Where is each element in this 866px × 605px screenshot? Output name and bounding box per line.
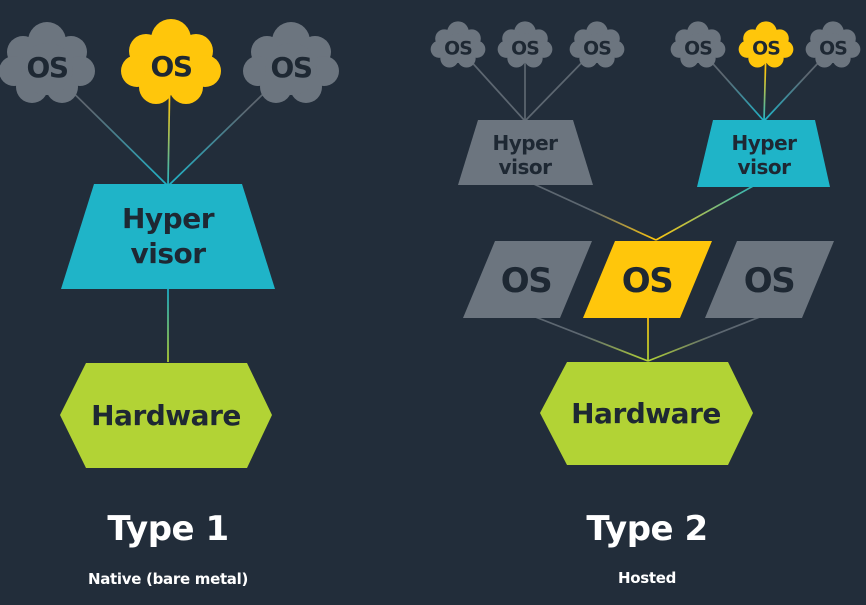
os-label: OS — [622, 261, 672, 301]
type2-host-os-2: OS — [583, 241, 712, 318]
os-label: OS — [27, 51, 68, 84]
connector-teal-hypervisor-to-os — [655, 179, 765, 241]
hypervisor-label-line1: Hyper — [492, 131, 558, 155]
type1-title: Type 1 — [107, 509, 228, 549]
cloud-shape — [430, 21, 486, 68]
hypervisor-label-line2: visor — [738, 155, 792, 179]
type2-groupA-cloud-2: OS — [497, 21, 553, 68]
type2-title: Type 2 — [586, 509, 707, 549]
cloud-shape — [805, 21, 861, 68]
hypervisor-label-line1: Hyper — [122, 202, 215, 235]
hypervisor-trapezoid — [697, 120, 830, 187]
type2-groupB-cloud-1: OS — [670, 21, 726, 68]
type1-os-cloud-3: OS — [243, 22, 339, 103]
hypervisor-trapezoid — [61, 184, 275, 289]
cloud-shape — [569, 21, 625, 68]
type1-hypervisor: Hyper visor — [61, 184, 275, 289]
os-label: OS — [501, 261, 551, 301]
connector-os3-to-hardware — [647, 310, 776, 362]
type2-groupB-cloud-2: OS — [738, 21, 794, 68]
cloud-shape — [738, 21, 794, 68]
type1-subtitle: Native (bare metal) — [88, 570, 248, 588]
hardware-hexagon — [540, 362, 753, 465]
cloud-shape — [0, 22, 95, 103]
type2-groupA-cloud-3: OS — [569, 21, 625, 68]
type1-diagram: OS OS OS Hyper visor — [0, 19, 339, 588]
cloud-shape — [121, 19, 221, 104]
os-parallelogram — [583, 241, 712, 318]
type2-groupA-cloud-1: OS — [430, 21, 486, 68]
os-label: OS — [684, 38, 712, 59]
type1-os-cloud-1: OS — [0, 22, 95, 103]
os-label: OS — [511, 38, 539, 59]
os-label: OS — [583, 38, 611, 59]
type2-subtitle: Hosted — [618, 569, 676, 587]
hardware-label: Hardware — [91, 399, 241, 432]
hypervisor-label-line2: visor — [499, 155, 553, 179]
cloud-shape — [243, 22, 339, 103]
os-label: OS — [752, 38, 780, 59]
type2-groupB-cloud-3: OS — [805, 21, 861, 68]
os-label: OS — [744, 261, 794, 301]
hardware-label: Hardware — [571, 397, 721, 430]
cloud-shape — [497, 21, 553, 68]
type1-hardware: Hardware — [60, 363, 272, 468]
type2-hardware: Hardware — [540, 362, 753, 465]
type2-hypervisor-2: Hyper visor — [697, 120, 830, 187]
hardware-hexagon — [60, 363, 272, 468]
connector-gray-hypervisor-to-os — [524, 179, 657, 241]
type2-host-os-1: OS — [463, 241, 592, 318]
type2-diagram: OS OS OS OS — [430, 21, 861, 587]
hypervisor-label-line2: visor — [130, 237, 206, 270]
type2-host-os-3: OS — [705, 241, 834, 318]
os-label: OS — [151, 50, 192, 83]
os-label: OS — [271, 51, 312, 84]
os-label: OS — [444, 38, 472, 59]
os-parallelogram — [463, 241, 592, 318]
os-parallelogram — [705, 241, 834, 318]
cloud-shape — [670, 21, 726, 68]
type1-os-cloud-2: OS — [121, 19, 221, 104]
hypervisor-label-line1: Hyper — [731, 131, 797, 155]
hypervisor-trapezoid — [458, 120, 593, 185]
type2-hypervisor-1: Hyper visor — [458, 120, 593, 185]
os-label: OS — [819, 38, 847, 59]
connector-os1-to-hardware — [519, 310, 649, 362]
